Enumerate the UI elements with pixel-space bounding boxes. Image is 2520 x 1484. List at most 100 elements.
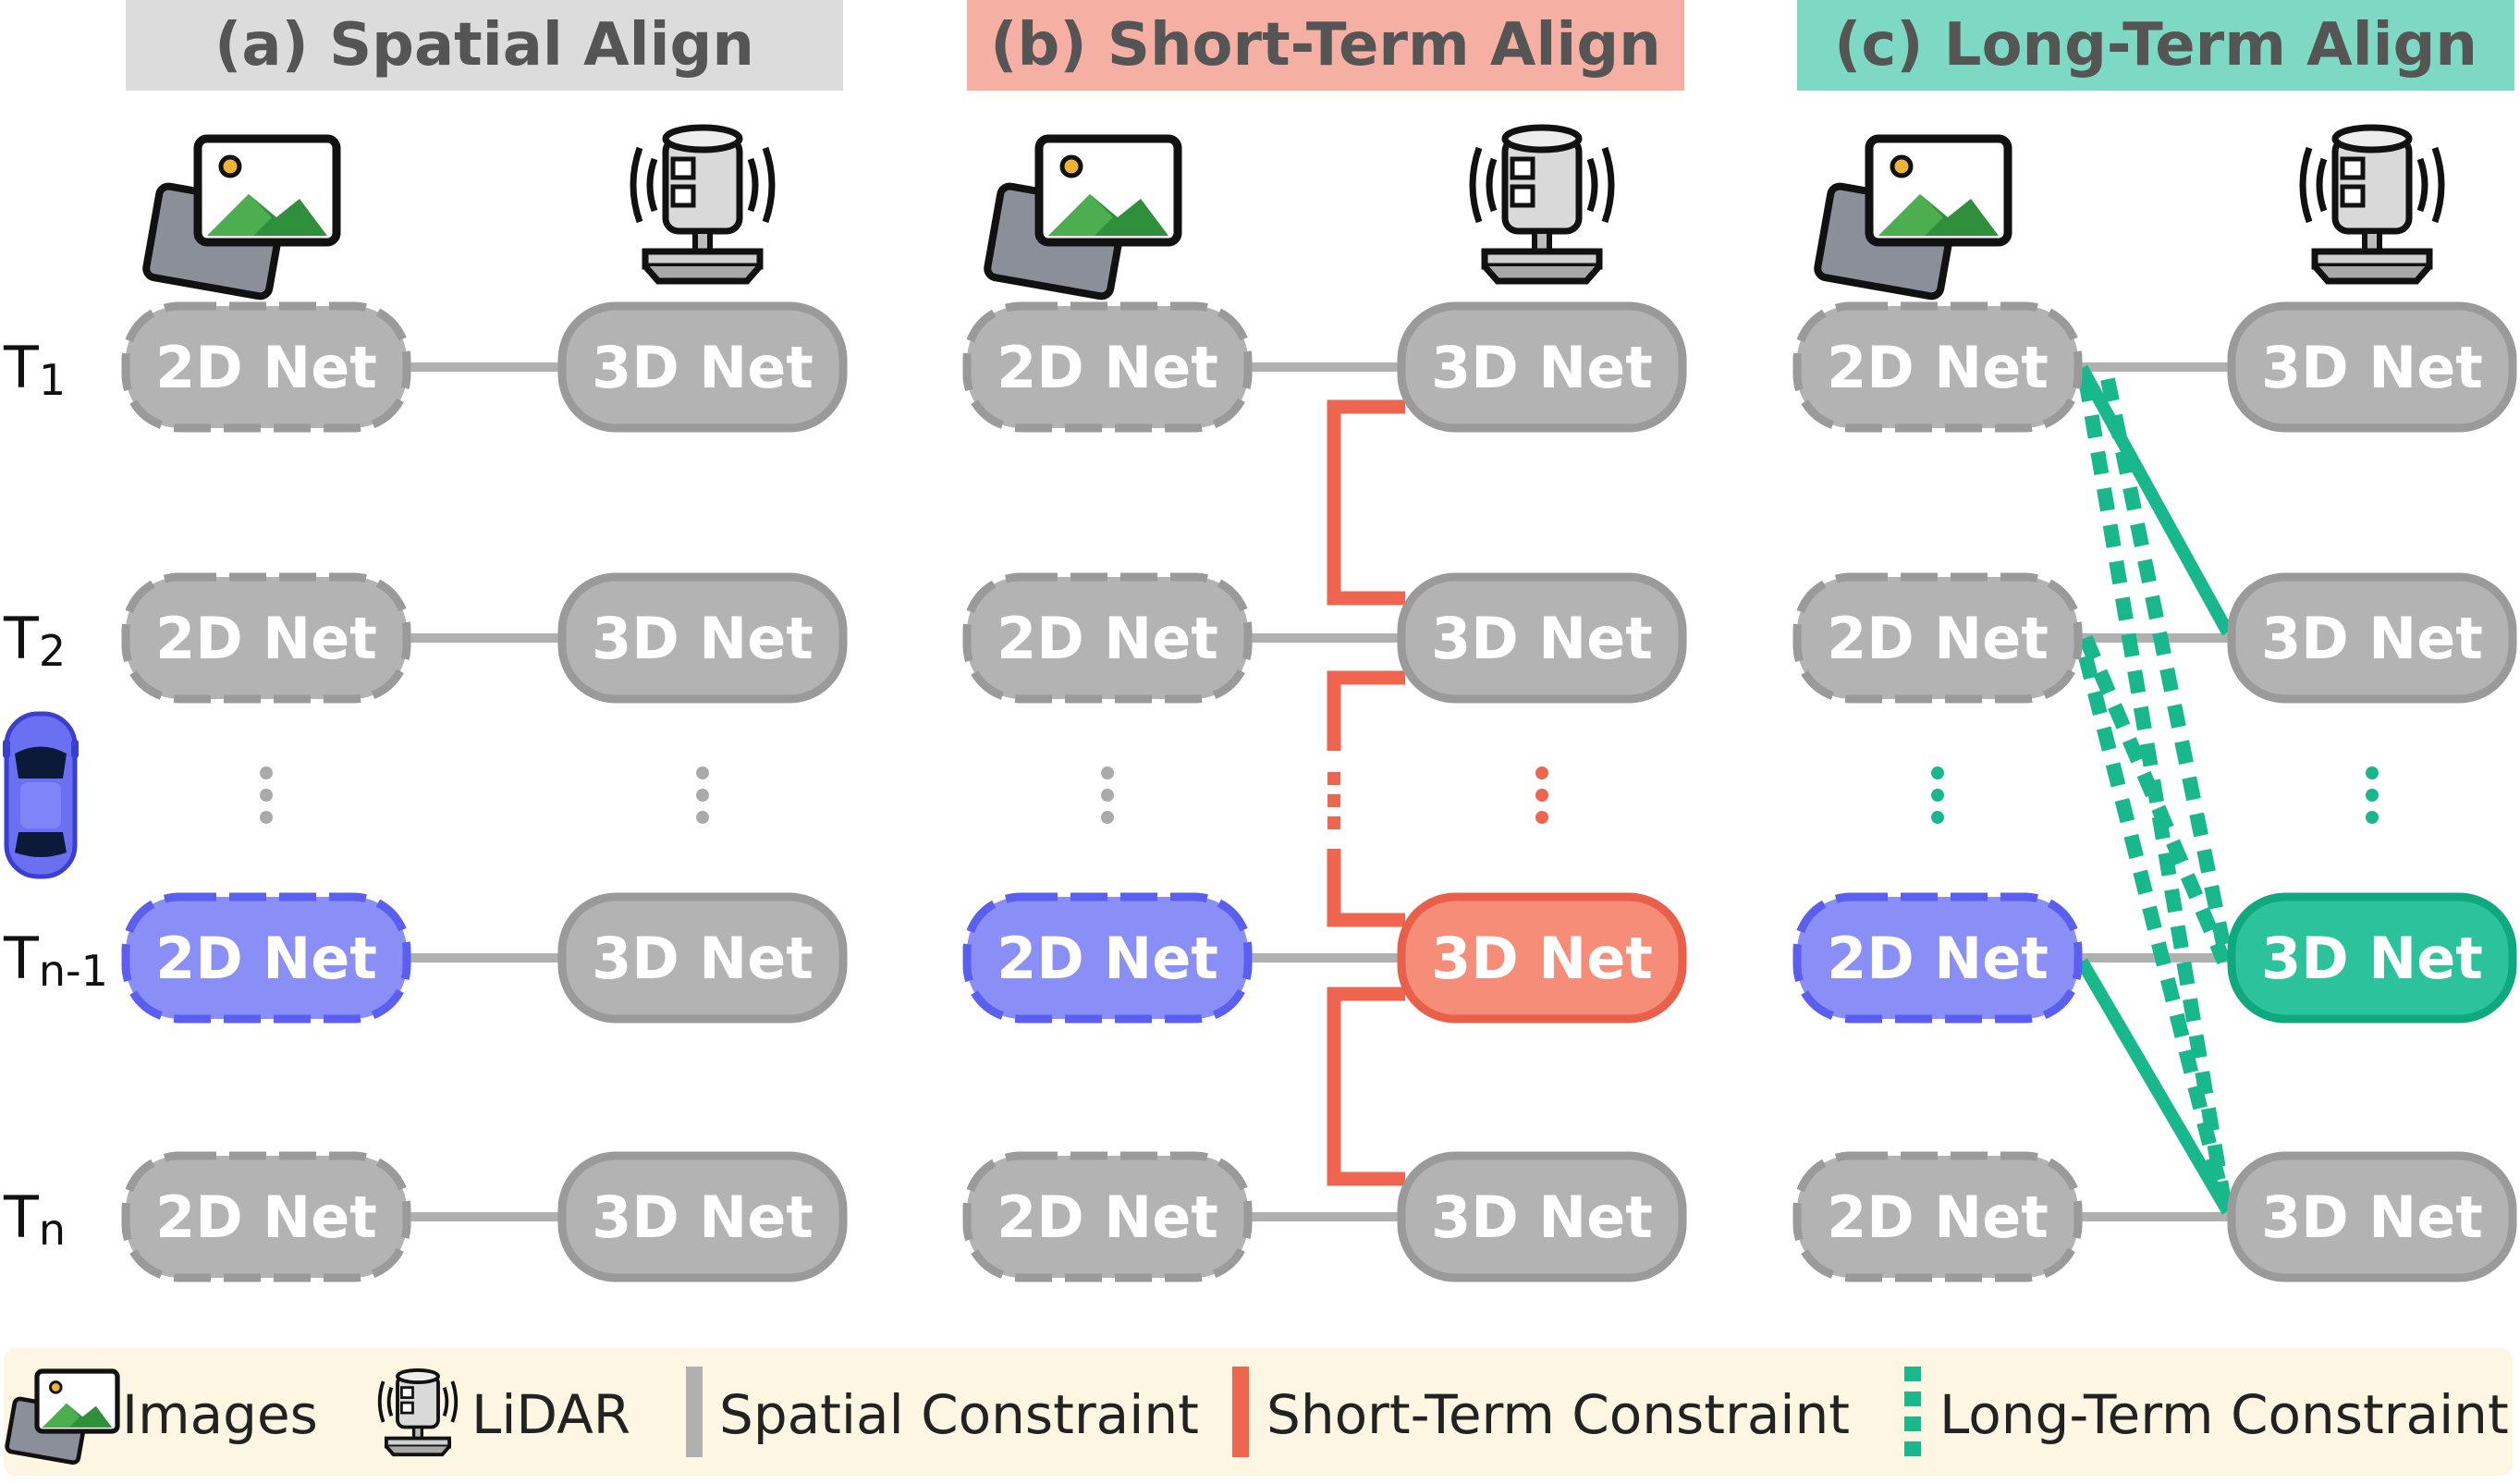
node-label: 2D Net xyxy=(997,605,1218,672)
node-2d-net: 2D Net xyxy=(1792,301,2083,433)
node-3d-net: 3D Net xyxy=(2227,301,2517,433)
image-icon xyxy=(1817,139,2008,298)
node-label: 2D Net xyxy=(1827,925,2049,992)
node-label: 3D Net xyxy=(1431,334,1653,401)
ellipsis-dot xyxy=(696,811,709,824)
node-label: 3D Net xyxy=(1431,1184,1653,1251)
node-3d-net: 3D Net xyxy=(557,572,848,704)
legend-images-label: Images xyxy=(122,1383,318,1446)
lidar-icon xyxy=(1473,128,1611,281)
short-term-dot xyxy=(1327,794,1340,807)
node-label: 2D Net xyxy=(997,1184,1218,1251)
legend-lidar-label: LiDAR xyxy=(471,1383,630,1446)
panel-header-short-term xyxy=(967,0,1684,91)
node-2d-net: 2D Net xyxy=(121,301,411,433)
ellipsis-dot xyxy=(1101,767,1114,779)
node-label: 2D Net xyxy=(997,925,1218,992)
ellipsis-dot xyxy=(2366,789,2379,802)
node-3d-net: 3D Net xyxy=(1397,1151,1687,1282)
node-2d-net: 2D Net xyxy=(1792,572,2083,704)
long-term-constraint-dashed xyxy=(2078,655,2232,1204)
node-label: 3D Net xyxy=(2261,925,2483,992)
lidar-icon xyxy=(2303,128,2441,281)
panel-header-long-term xyxy=(1797,0,2514,91)
ellipsis-dot xyxy=(1101,789,1114,802)
node-2d-net: 2D Net xyxy=(121,892,411,1024)
long-term-constraint-dashed xyxy=(2078,634,2232,965)
node-3d-net: 3D Net xyxy=(1397,572,1687,704)
node-3d-net: 3D Net xyxy=(2227,892,2517,1024)
legend-short-term-swatch xyxy=(1232,1367,1249,1457)
ellipsis-dot xyxy=(696,789,709,802)
ellipsis-dot xyxy=(260,789,273,802)
node-label: 2D Net xyxy=(997,334,1218,401)
node-3d-net: 3D Net xyxy=(1397,892,1687,1024)
node-label: 2D Net xyxy=(1827,334,2049,401)
timestep-label: T1 xyxy=(3,334,66,405)
short-term-constraint-line xyxy=(1327,399,1405,606)
short-term-dot xyxy=(1327,816,1340,829)
node-3d-net: 3D Net xyxy=(557,892,848,1024)
node-label: 3D Net xyxy=(592,334,813,401)
ellipsis-dot xyxy=(1535,767,1548,779)
panel-title-short-term: (b) Short-Term Align xyxy=(990,11,1660,80)
timestep-label: Tn xyxy=(3,1184,66,1255)
car-icon xyxy=(3,711,79,879)
ellipsis-dot xyxy=(1931,789,1944,802)
node-label: 3D Net xyxy=(592,1184,813,1251)
legend-spatial-swatch xyxy=(686,1367,703,1457)
ellipsis-dot xyxy=(260,811,273,824)
node-label: 3D Net xyxy=(2261,334,2483,401)
node-label: 3D Net xyxy=(2261,605,2483,672)
ellipsis-dot xyxy=(1535,811,1548,824)
ellipsis-dot xyxy=(2366,811,2379,824)
node-2d-net: 2D Net xyxy=(121,1151,411,1282)
node-label: 3D Net xyxy=(592,605,813,672)
legend-box xyxy=(4,1348,2513,1476)
image-icon xyxy=(145,139,336,298)
node-2d-net: 2D Net xyxy=(1792,1151,2083,1282)
node-2d-net: 2D Net xyxy=(962,572,1253,704)
timestep-label: Tn-1 xyxy=(3,925,108,996)
short-term-constraint-line xyxy=(1327,849,1405,927)
short-term-constraint-line xyxy=(1327,987,1405,1186)
short-term-constraint-line xyxy=(1327,670,1405,751)
node-label: 2D Net xyxy=(155,605,377,672)
long-term-constraint-line xyxy=(2075,364,2234,636)
ellipsis-dot xyxy=(1535,789,1548,802)
panel-title-long-term: (c) Long-Term Align xyxy=(1834,11,2477,80)
legend-long-term-label: Long-Term Constraint xyxy=(1939,1383,2509,1446)
long-term-constraint-dashed xyxy=(2100,377,2232,950)
timestep-label: T2 xyxy=(3,605,66,676)
node-label: 2D Net xyxy=(155,925,377,992)
legend-long-term-swatch xyxy=(1904,1367,1921,1456)
node-2d-net: 2D Net xyxy=(962,892,1253,1024)
node-label: 3D Net xyxy=(592,925,813,992)
node-label: 2D Net xyxy=(1827,1184,2049,1251)
legend-spatial-label: Spatial Constraint xyxy=(719,1383,1199,1446)
node-label: 2D Net xyxy=(155,1184,377,1251)
ellipsis-dot xyxy=(1101,811,1114,824)
node-3d-net: 3D Net xyxy=(2227,572,2517,704)
node-label: 3D Net xyxy=(2261,1184,2483,1251)
node-2d-net: 2D Net xyxy=(121,572,411,704)
node-2d-net: 2D Net xyxy=(962,301,1253,433)
node-label: 3D Net xyxy=(1431,925,1653,992)
node-3d-net: 3D Net xyxy=(1397,301,1687,433)
node-2d-net: 2D Net xyxy=(962,1151,1253,1282)
node-3d-net: 3D Net xyxy=(557,301,848,433)
node-label: 3D Net xyxy=(1431,605,1653,672)
panel-header-spatial xyxy=(126,0,843,91)
node-label: 2D Net xyxy=(1827,605,2049,672)
node-3d-net: 3D Net xyxy=(557,1151,848,1282)
node-label: 2D Net xyxy=(155,334,377,401)
short-term-dot xyxy=(1327,772,1340,785)
ellipsis-dot xyxy=(1931,811,1944,824)
long-term-constraint-line xyxy=(2075,958,2234,1215)
ellipsis-dot xyxy=(1931,767,1944,779)
node-2d-net: 2D Net xyxy=(1792,892,2083,1024)
image-icon xyxy=(986,139,1178,298)
legend-short-term-label: Short-Term Constraint xyxy=(1266,1383,1850,1446)
ellipsis-dot xyxy=(260,767,273,779)
